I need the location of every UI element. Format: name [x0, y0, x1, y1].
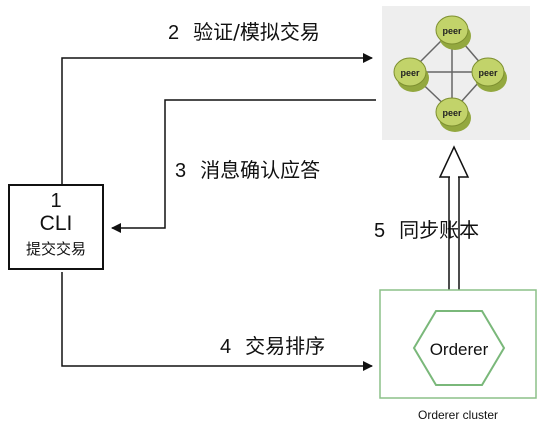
peer-label: peer [478, 68, 498, 78]
peer-label: peer [442, 108, 462, 118]
orderer-cluster-caption: Orderer cluster [417, 408, 499, 422]
step-3-label: 3 消息确认应答 [175, 158, 320, 183]
arrow-endorsement-response [111, 99, 376, 233]
arrow-sync-ledger [438, 145, 470, 290]
step-5-text: 同步账本 [399, 218, 480, 242]
peer-node-top[interactable]: peer [435, 15, 471, 50]
step-4-label: 4 交易排序 [220, 334, 325, 359]
step-4-number: 4 [220, 336, 232, 358]
step-3-number: 3 [175, 160, 187, 182]
orderer-label: Orderer [430, 340, 489, 359]
arrow-validate-simulate [61, 53, 373, 184]
peer-node-bottom[interactable]: peer [435, 97, 471, 132]
arrow-ordering [61, 272, 373, 371]
step-2-number: 2 [168, 22, 180, 44]
orderer-hexagon[interactable] [412, 310, 506, 386]
step-5-label: 5 同步账本 [374, 218, 479, 243]
step-1-text: 提交交易 [25, 240, 86, 258]
step-3-text: 消息确认应答 [200, 158, 321, 182]
step-2-text: 验证/模拟交易 [193, 20, 320, 44]
step-5-number: 5 [374, 220, 386, 242]
cli-label: CLI [39, 212, 73, 235]
step-2-label: 2 验证/模拟交易 [168, 20, 320, 45]
peer-label: peer [442, 26, 462, 36]
cli-node[interactable]: 1 CLI 提交交易 [8, 184, 104, 270]
peer-node-left[interactable]: peer [393, 57, 429, 92]
step-1-number: 1 [50, 190, 62, 212]
step-4-text: 交易排序 [245, 334, 326, 358]
peer-node-right[interactable]: peer [471, 57, 507, 92]
peer-label: peer [400, 68, 420, 78]
